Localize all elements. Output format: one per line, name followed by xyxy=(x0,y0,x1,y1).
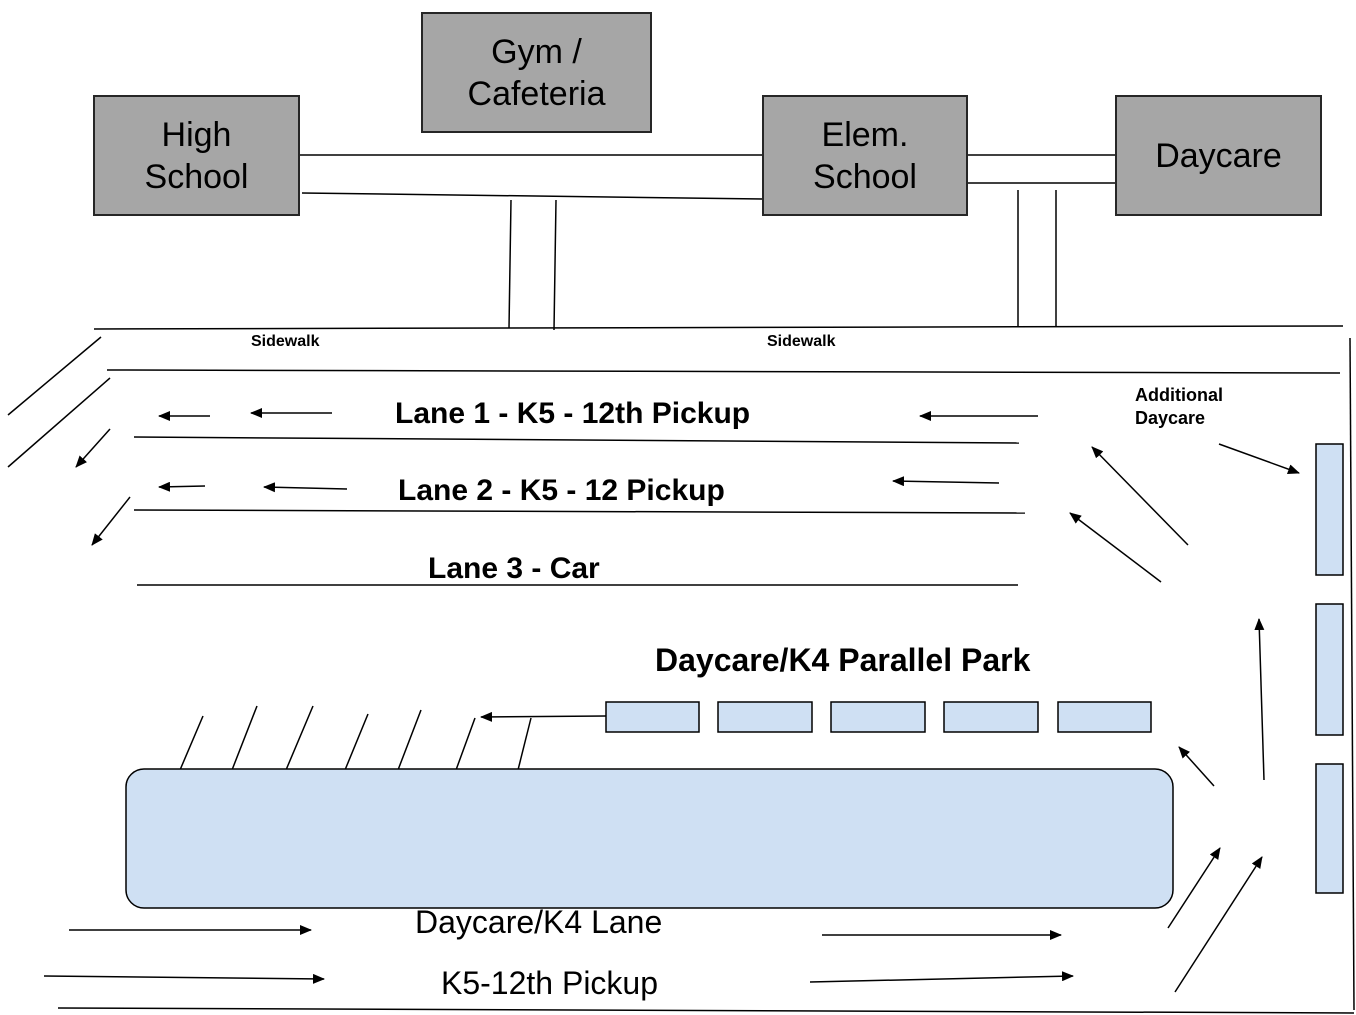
building-gym-cafeteria: Gym / Cafeteria xyxy=(421,12,652,133)
daycare-space xyxy=(1315,603,1344,736)
lane-3-label: Lane 3 - Car xyxy=(428,552,600,585)
lane-divider xyxy=(133,436,1020,444)
building-elem-school: Elem. School xyxy=(762,95,968,216)
daycare-space xyxy=(1315,763,1344,894)
arrow xyxy=(1178,746,1215,787)
lot-right-edge xyxy=(1349,337,1355,1011)
parking-stripe xyxy=(517,717,532,771)
walkway-line xyxy=(553,199,557,331)
diagonal-stripe xyxy=(7,377,111,468)
parking-stripe xyxy=(455,717,476,771)
lot-lines xyxy=(7,325,1355,1014)
arrow xyxy=(263,482,348,493)
parallel-space xyxy=(943,701,1039,733)
arrow xyxy=(480,711,607,722)
arrow xyxy=(809,971,1074,983)
k5-pickup-label: K5-12th Pickup xyxy=(441,965,659,1001)
arrow xyxy=(1167,847,1221,929)
arrow xyxy=(1091,446,1189,546)
building-daycare: Daycare xyxy=(1115,95,1322,216)
parallel-space xyxy=(1057,701,1152,733)
sidewalk-inner-edge xyxy=(106,369,1341,374)
walkways xyxy=(300,154,1116,331)
lane-divider xyxy=(133,509,1026,514)
traffic-arrows xyxy=(43,408,1300,993)
parking-stripe xyxy=(397,709,422,771)
parallel-space xyxy=(605,701,700,733)
parallel-space xyxy=(717,701,813,733)
parking-stripe xyxy=(344,713,369,771)
arrow xyxy=(158,481,206,492)
building-high-school: High School xyxy=(93,95,300,216)
angled-parking-stripes xyxy=(179,705,532,771)
parking-stripe xyxy=(285,705,314,771)
walkway-line xyxy=(301,192,764,200)
arrow xyxy=(1174,856,1263,993)
arrow xyxy=(91,496,131,546)
sidewalk-label-right: Sidewalk xyxy=(767,333,836,350)
center-island xyxy=(125,768,1174,909)
parallel-space xyxy=(830,701,926,733)
lane-2-label: Lane 2 - K5 - 12 Pickup xyxy=(398,474,725,507)
daycare-lane-label: Daycare/K4 Lane xyxy=(415,904,663,940)
lane-1-label: Lane 1 - K5 - 12th Pickup xyxy=(395,397,751,430)
diagonal-stripe xyxy=(7,336,102,416)
arrow xyxy=(1218,443,1300,474)
sidewalk-label-left: Sidewalk xyxy=(251,333,320,350)
parallel-park-label: Daycare/K4 Parallel Park xyxy=(655,642,1031,678)
additional-daycare-label: Additional Daycare xyxy=(1135,385,1223,428)
lot-bottom-edge xyxy=(57,1007,1355,1014)
walkway-line xyxy=(508,199,512,329)
arrow xyxy=(43,973,325,984)
arrow xyxy=(1254,618,1265,781)
parking-stripe xyxy=(179,715,204,771)
arrow xyxy=(1069,512,1162,583)
sidewalk-edge xyxy=(93,325,1344,330)
arrow xyxy=(75,428,111,468)
daycare-space xyxy=(1315,443,1344,576)
parking-stripe xyxy=(231,705,258,771)
arrow xyxy=(892,476,1000,487)
parking-areas xyxy=(125,443,1344,909)
